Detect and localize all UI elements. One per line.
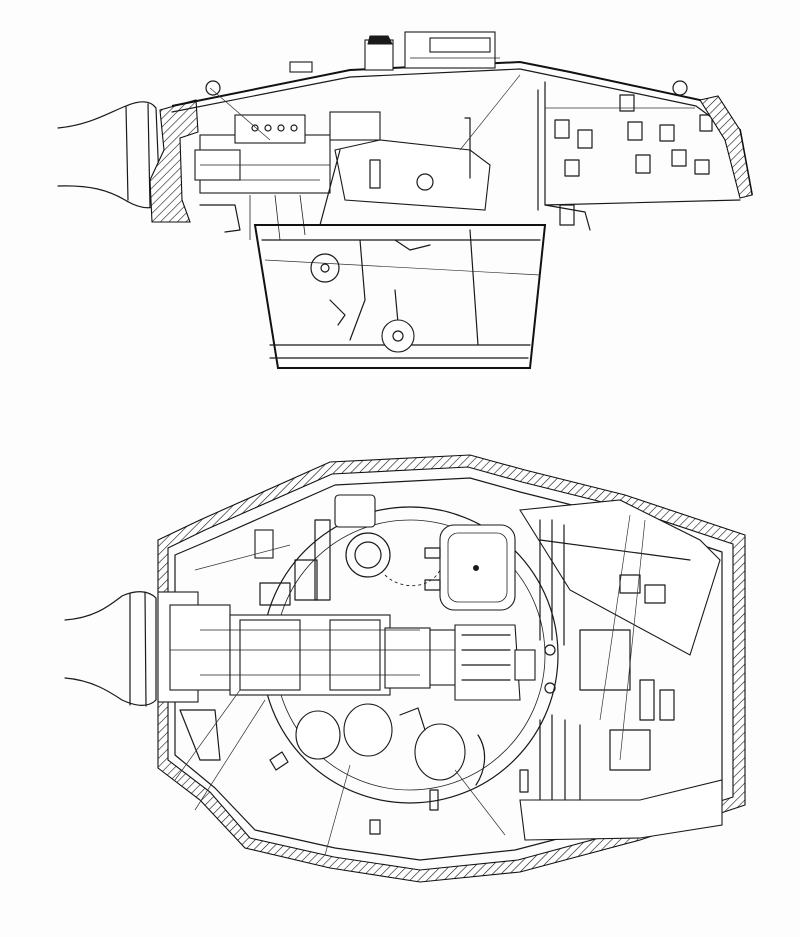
recoil-guard-side — [334, 139, 491, 211]
lifting-eye-rear — [672, 80, 688, 96]
gun-breech-top — [157, 519, 536, 703]
mantlet-armor-side — [149, 99, 199, 223]
crew-seats-top — [295, 703, 486, 786]
top-section-view — [64, 454, 746, 883]
loader-hatch-top — [424, 524, 516, 611]
side-section-view — [57, 31, 753, 369]
turret-basket-side — [253, 224, 547, 369]
gun-barrel-side — [57, 101, 161, 209]
bustle-ammo-rack-top — [519, 499, 723, 841]
gun-breech-side — [194, 111, 381, 241]
commander-cupola-side — [289, 31, 500, 73]
commander-cupola-top — [334, 494, 441, 587]
bustle-ammo-rack-side — [537, 81, 753, 211]
gun-barrel-top — [64, 591, 157, 706]
seat-base-side — [381, 319, 415, 353]
traverse-handwheel — [310, 253, 340, 283]
lifting-eye-front — [205, 80, 221, 96]
